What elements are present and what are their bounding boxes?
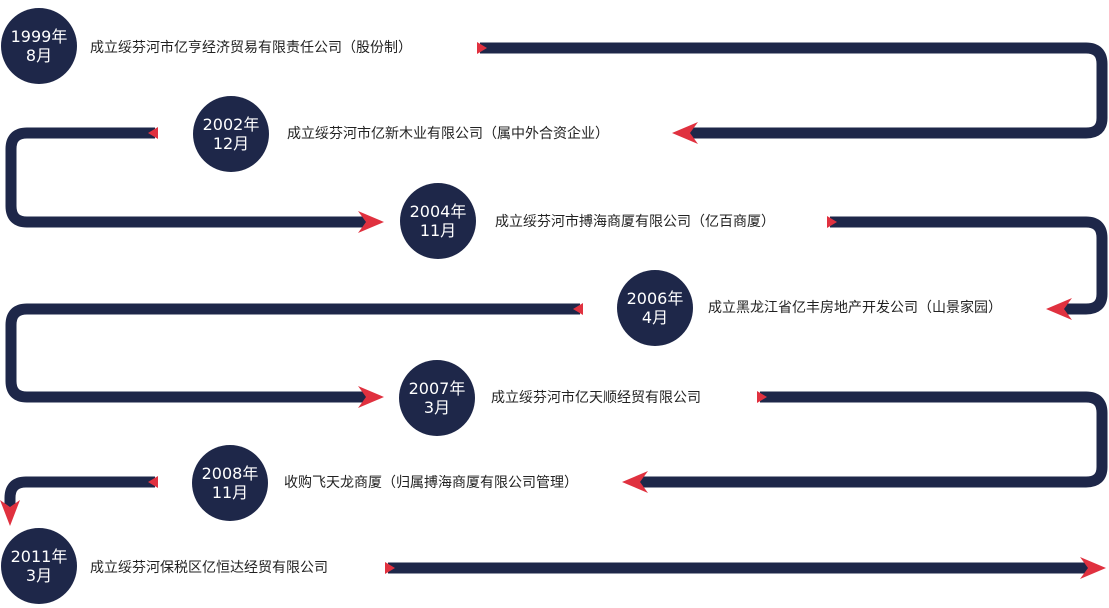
- milestone-7-year: 2011年: [10, 547, 68, 566]
- tail-chevron-row-4: [573, 303, 583, 315]
- tail-chevron-row-7: [385, 562, 395, 574]
- arrow-down-row-7: [0, 500, 20, 526]
- milestone-3-year: 2004年: [409, 202, 467, 221]
- milestone-2-date-badge: 2002年 12月: [193, 96, 269, 172]
- milestone-2-description: 成立绥芬河市亿新木业有限公司（属中外合资企业）: [283, 122, 613, 146]
- tail-chevron-row-2: [148, 127, 158, 139]
- milestone-7-description: 成立绥芬河保税区亿恒达经贸有限公司: [86, 556, 332, 580]
- milestone-4-month: 4月: [641, 308, 669, 327]
- milestone-6-year: 2008年: [201, 464, 259, 483]
- milestone-1-month: 8月: [25, 46, 53, 65]
- tail-chevron-row-5: [757, 391, 767, 403]
- milestone-6-month: 11月: [211, 483, 249, 502]
- arrow-right-row-3: [358, 211, 384, 233]
- arrow-right-row-7: [1080, 557, 1106, 579]
- arrow-left-row-6: [622, 471, 648, 493]
- milestone-4-year: 2006年: [626, 289, 684, 308]
- timeline-track-segment-5: [640, 391, 1108, 488]
- milestone-5-year: 2007年: [408, 379, 466, 398]
- tail-chevron-row-1: [477, 42, 487, 54]
- timeline-track-segment-1: [480, 42, 1108, 139]
- milestone-6-description: 收购飞天龙商厦（归属搏海商厦有限公司管理）: [280, 471, 582, 495]
- milestone-7-month: 3月: [25, 566, 53, 585]
- timeline-track-segment-4: [5, 303, 580, 403]
- milestone-1-date-badge: 1999年 8月: [1, 8, 77, 84]
- timeline-track-segment-2: [5, 127, 370, 228]
- milestone-2-month: 12月: [212, 134, 250, 153]
- milestone-5-description: 成立绥芬河市亿天顺经贸有限公司: [487, 386, 705, 410]
- milestone-2-year: 2002年: [202, 115, 260, 134]
- milestone-3-description: 成立绥芬河市搏海商厦有限公司（亿百商厦）: [491, 210, 779, 234]
- arrow-right-row-5: [358, 386, 384, 408]
- milestone-7-date-badge: 2011年 3月: [1, 528, 77, 604]
- milestone-1-year: 1999年: [10, 27, 68, 46]
- tail-chevron-row-6: [148, 476, 158, 488]
- milestone-3-month: 11月: [419, 221, 457, 240]
- arrow-left-row-2: [672, 122, 698, 144]
- milestone-1-description: 成立绥芬河市亿亨经济贸易有限责任公司（股份制）: [86, 36, 416, 60]
- tail-chevron-row-3: [827, 216, 837, 228]
- milestone-5-date-badge: 2007年 3月: [399, 360, 475, 436]
- milestone-4-date-badge: 2006年 4月: [617, 270, 693, 346]
- milestone-5-month: 3月: [423, 398, 451, 417]
- timeline-track-segment-3: [830, 216, 1108, 315]
- milestone-3-date-badge: 2004年 11月: [400, 183, 476, 259]
- milestone-6-date-badge: 2008年 11月: [192, 445, 268, 521]
- arrow-left-row-4: [1046, 298, 1072, 320]
- timeline-track-segment-6: [4, 476, 155, 508]
- milestone-4-description: 成立黑龙江省亿丰房地产开发公司（山景家园）: [704, 296, 1006, 320]
